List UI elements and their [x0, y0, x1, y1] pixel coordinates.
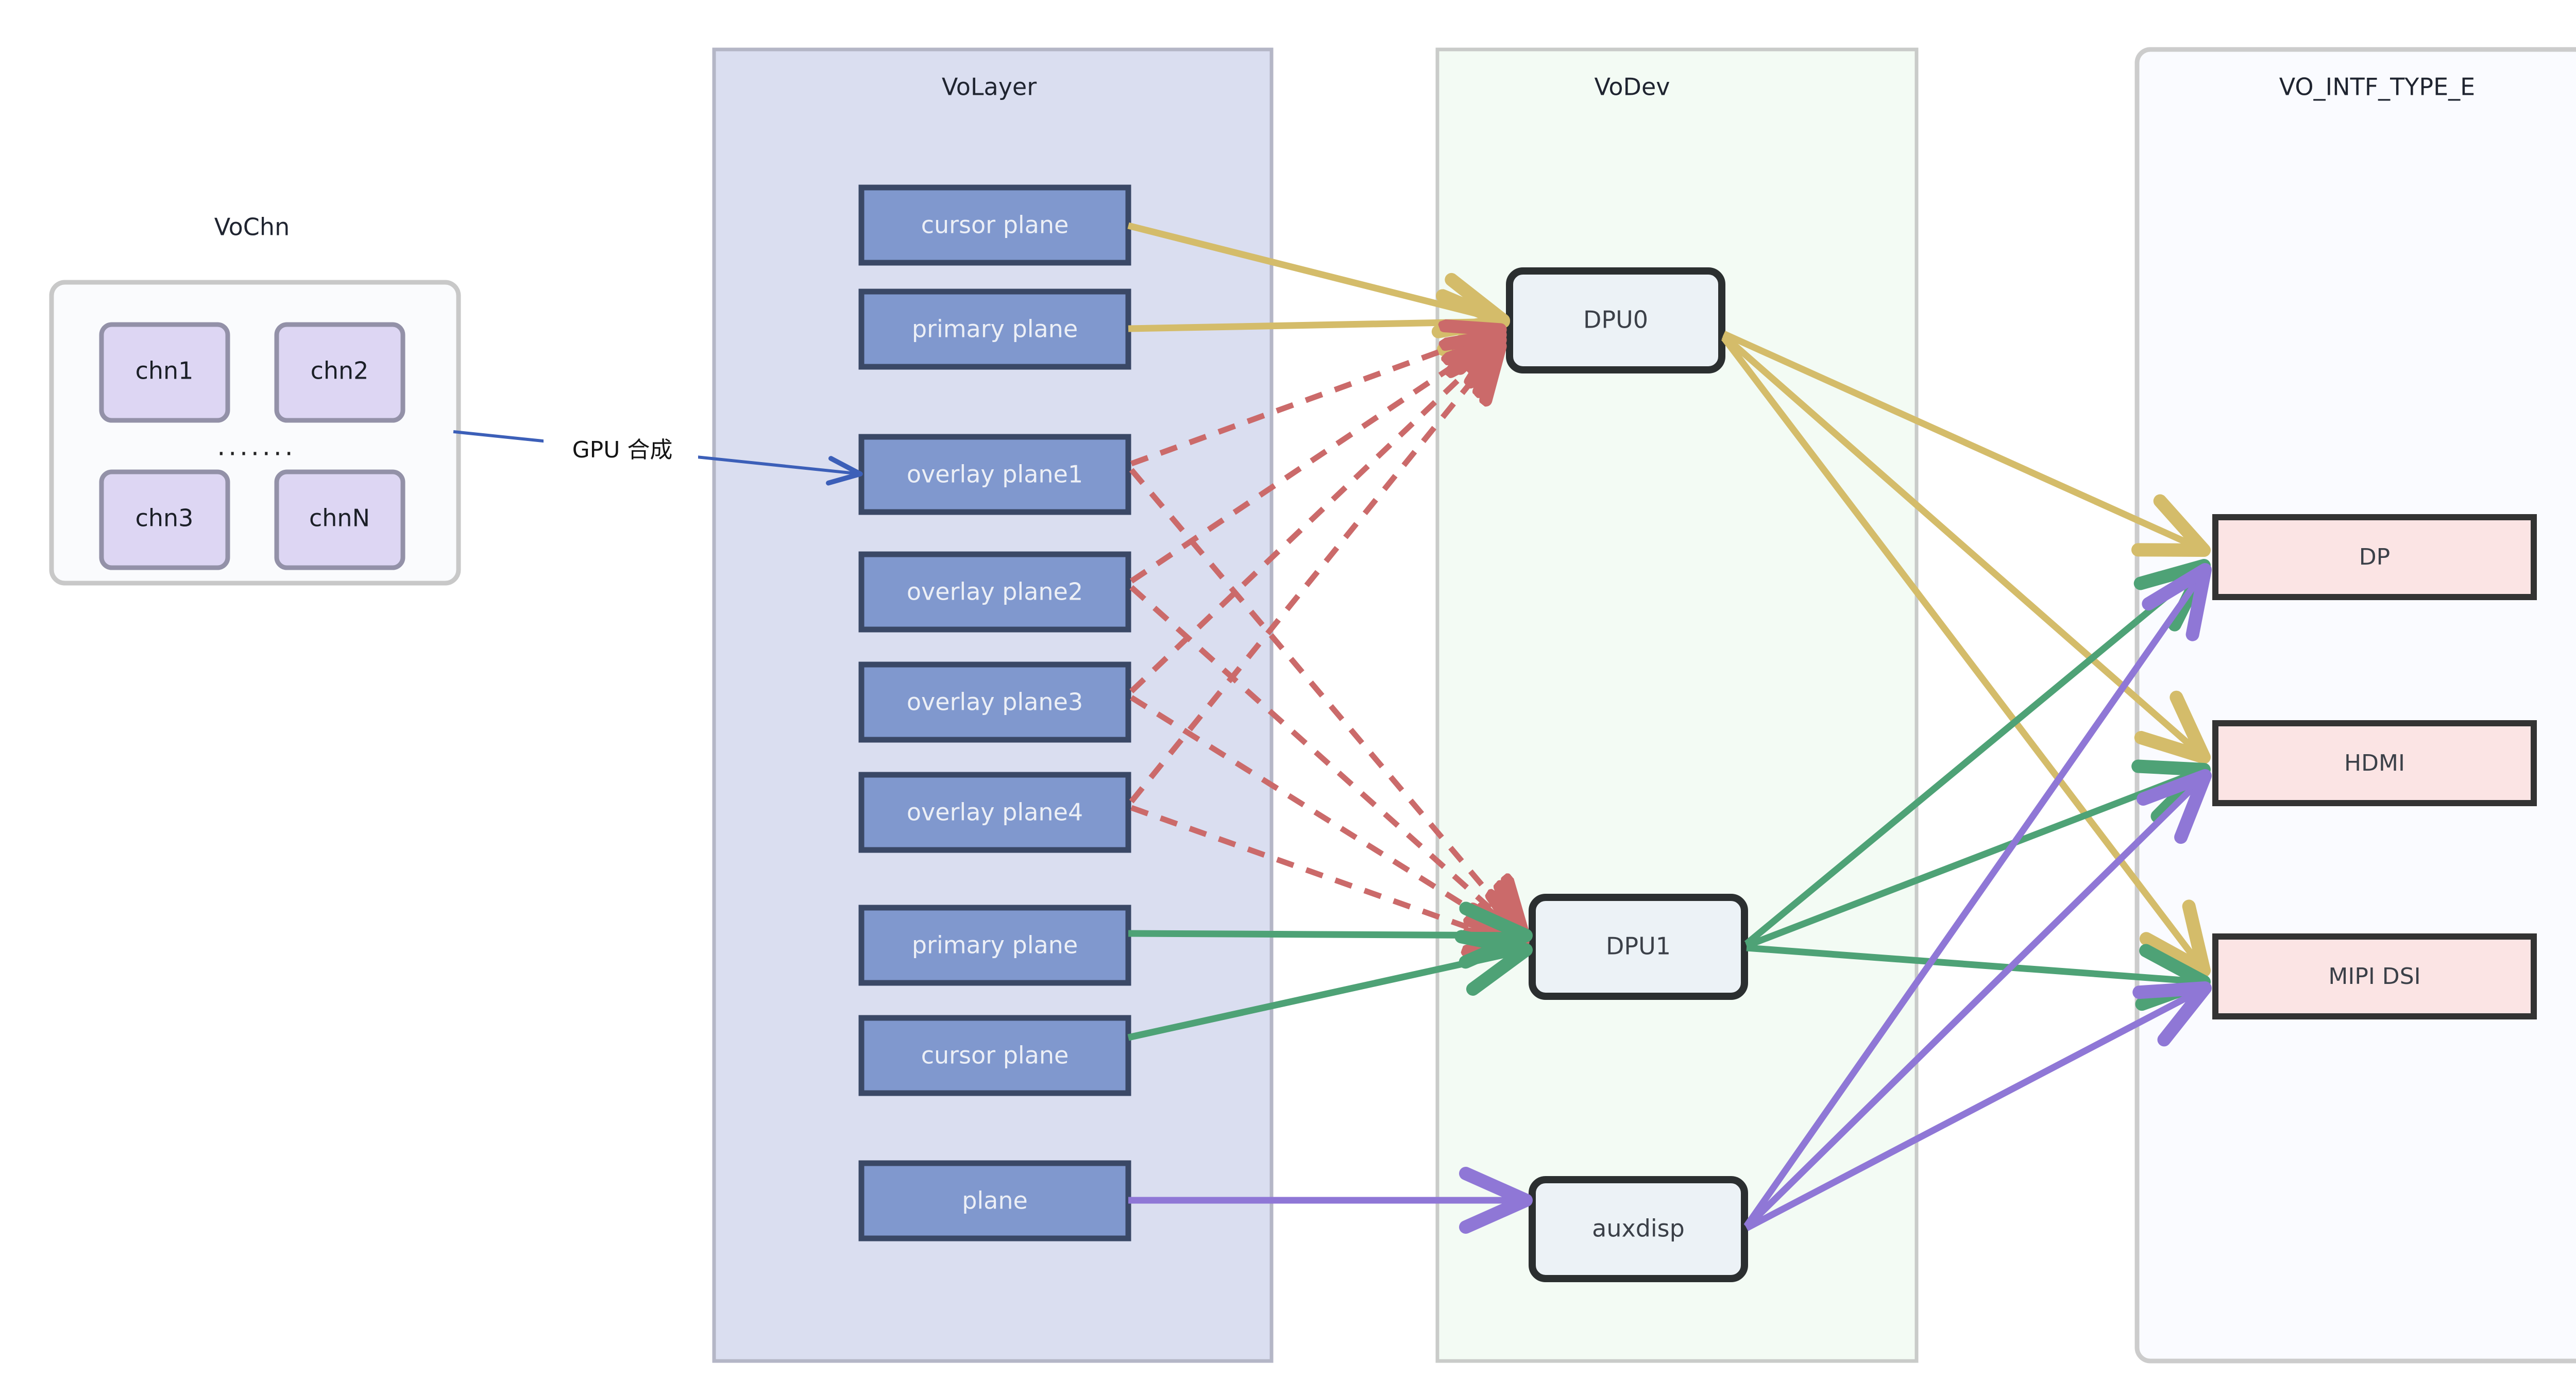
group-vointf-title: VO_INTF_TYPE_E — [2279, 73, 2475, 101]
edge-overlay4-dpu1 — [1130, 805, 1523, 947]
edges-overlays-to-dpus — [1129, 330, 1523, 947]
dev-label-dpu0: DPU0 — [1583, 306, 1648, 334]
intf-label-dp: DP — [2359, 544, 2390, 570]
dev-label-dpu1: DPU1 — [1606, 932, 1671, 960]
edge-overlay4-dpu0 — [1129, 346, 1500, 804]
group-vochn: VoChn chn1 chn2 ....... chn3 chnN — [49, 213, 461, 586]
vointf-container — [2134, 47, 2576, 1364]
edge-gpu-composite-label: GPU 合成 — [572, 437, 673, 463]
plane-label-primary1: primary plane — [912, 931, 1078, 959]
chn-label-4: chnN — [309, 504, 370, 532]
edges-planes-to-dpu1 — [1127, 901, 1533, 1041]
plane-box-primary0[interactable] — [858, 288, 1131, 370]
chn-label-2: chn2 — [311, 357, 369, 385]
chn-box-1[interactable] — [99, 322, 230, 423]
plane-label-overlay3: overlay plane3 — [907, 688, 1083, 716]
vochn-ellipsis: ....... — [217, 432, 296, 462]
edge-overlay2-dpu1 — [1129, 585, 1523, 938]
vodev-container — [1435, 47, 1919, 1363]
edge-dpu1-hdmi — [1745, 759, 2211, 949]
plane-box-overlay1[interactable] — [858, 434, 1131, 515]
group-vointf: VO_INTF_TYPE_E DP HDMI MIPI DSI — [2134, 47, 2576, 1364]
edge-cursor1-dpu1 — [1127, 930, 1533, 1041]
intf-label-hdmi: HDMI — [2344, 750, 2405, 776]
group-volayer: VoLayer cursor plane primary plane overl… — [712, 47, 1274, 1363]
dev-label-auxdisp: auxdisp — [1592, 1215, 1685, 1243]
plane-box-cursor1[interactable] — [858, 1015, 1131, 1096]
chn-label-1: chn1 — [135, 357, 194, 385]
plane-label-cursor0: cursor plane — [921, 211, 1069, 239]
edge-overlay1-dpu1 — [1129, 468, 1523, 933]
plane-box-overlay4[interactable] — [858, 772, 1131, 853]
plane-label-overlay2: overlay plane2 — [907, 578, 1083, 606]
edges-auxdisp-to-interfaces — [1743, 563, 2212, 1231]
chn-box-2[interactable] — [274, 322, 405, 423]
intf-label-dsi: MIPI DSI — [2328, 963, 2420, 990]
plane-label-overlay1: overlay plane1 — [907, 461, 1083, 488]
plane-label-overlay4: overlay plane4 — [907, 798, 1083, 826]
intf-box-dp[interactable] — [2212, 514, 2537, 600]
edge-primary1-dpu1 — [1128, 901, 1533, 969]
edge-auxdisp-hdmi — [1744, 769, 2212, 1230]
plane-label-cursor1: cursor plane — [921, 1042, 1069, 1069]
group-volayer-title: VoLayer — [942, 73, 1037, 101]
intf-box-hdmi[interactable] — [2212, 720, 2537, 806]
group-vodev: VoDev DPU0 DPU1 auxdisp — [1435, 47, 1919, 1363]
chn-box-3[interactable] — [99, 469, 230, 570]
group-vodev-title: VoDev — [1595, 73, 1670, 101]
edge-dpu1-dsi — [1746, 944, 2211, 1011]
edge-overlay3-dpu0 — [1129, 340, 1500, 693]
edges-dpu1-to-interfaces — [1744, 559, 2211, 1011]
edge-overlay1-dpu0 — [1130, 330, 1500, 467]
chn-box-4[interactable] — [274, 469, 405, 570]
plane-label-primary0: primary plane — [912, 315, 1078, 343]
edge-dpu1-dp — [1744, 559, 2211, 947]
chn-label-3: chn3 — [135, 504, 194, 532]
edge-auxdisp-dsi — [1744, 981, 2212, 1231]
edge-gpu-composite: GPU 合成 — [453, 430, 863, 486]
plane-box-cursor0[interactable] — [858, 184, 1131, 266]
group-vochn-title: VoChn — [214, 213, 290, 241]
edge-dpu0-dp — [1722, 331, 2211, 557]
plane-box-overlay3[interactable] — [858, 661, 1131, 743]
intf-box-dsi[interactable] — [2212, 933, 2537, 1019]
edge-overlay3-dpu1 — [1130, 695, 1523, 942]
plane-box-primary1[interactable] — [858, 905, 1131, 986]
edge-auxdisp-dp — [1743, 563, 2212, 1228]
plane-box-overlay2[interactable] — [858, 551, 1131, 633]
edge-label-backdrop — [544, 432, 698, 470]
edge-dpu0-dsi — [1721, 336, 2211, 977]
plane-label-planeaux: plane — [962, 1187, 1028, 1215]
